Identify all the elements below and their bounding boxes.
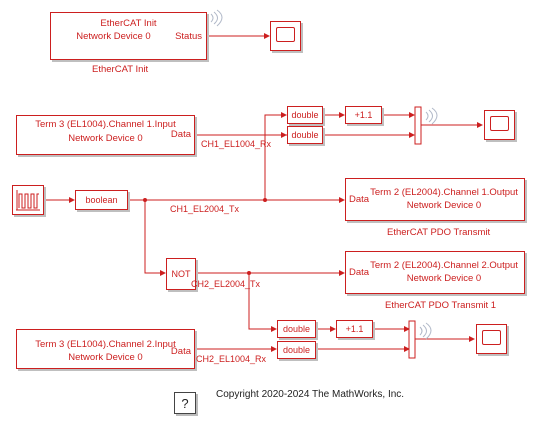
- ethercat-input-ch1-block[interactable]: Term 3 (EL1004).Channel 1.Input Network …: [16, 115, 195, 155]
- port-label-data: Data: [170, 129, 191, 140]
- block-subtitle: Network Device 0: [406, 200, 482, 211]
- pulse-generator-block[interactable]: [12, 185, 44, 215]
- block-caption: EtherCAT PDO Transmit 1: [385, 300, 497, 311]
- branch-point: [263, 198, 267, 202]
- branch-point: [247, 271, 251, 275]
- copyright-text: Copyright 2020-2024 The MathWorks, Inc.: [216, 389, 405, 400]
- block-subtitle: Network Device 0: [76, 31, 151, 42]
- data-type-conversion-block[interactable]: double: [287, 126, 323, 144]
- data-type-conversion-block[interactable]: double: [277, 341, 316, 359]
- port-label-status: Status: [175, 31, 202, 42]
- block-caption: EtherCAT Init: [92, 64, 149, 75]
- block-subtitle: Network Device 0: [68, 133, 143, 144]
- signal-label: CH1_EL1004_Rx: [201, 139, 272, 149]
- signal-label: CH1_EL2004_Tx: [170, 204, 240, 214]
- port-label-data: Data: [170, 346, 191, 357]
- logical-not-block[interactable]: NOT: [166, 258, 196, 290]
- block-caption: EtherCAT PDO Transmit: [387, 227, 491, 238]
- port-label-data: Data: [349, 194, 370, 205]
- ethercat-output-ch1-block[interactable]: Term 2 (EL2004).Channel 1.Output Network…: [345, 178, 525, 221]
- bias-block[interactable]: +1.1: [345, 106, 382, 124]
- block-title: Term 2 (EL2004).Channel 2.Output: [370, 260, 518, 271]
- data-type-conversion-block[interactable]: double: [277, 320, 316, 338]
- bias-block[interactable]: +1.1: [336, 320, 373, 338]
- pulse-waveform-icon: [16, 190, 40, 211]
- branch-point: [143, 198, 147, 202]
- ethercat-init-block[interactable]: EtherCAT Init Network Device 0 Status: [50, 12, 207, 60]
- block-subtitle: Network Device 0: [406, 273, 482, 284]
- ethercat-input-ch2-block[interactable]: Term 3 (EL1004).Channel 2.Input Network …: [16, 329, 195, 369]
- block-title: Term 3 (EL1004).Channel 2.Input: [35, 339, 176, 350]
- block-title: Term 2 (EL2004).Channel 1.Output: [370, 187, 518, 198]
- data-type-conversion-block[interactable]: double: [287, 106, 323, 124]
- scope-block-ch1[interactable]: [484, 110, 515, 140]
- scope-block-status[interactable]: [270, 21, 301, 51]
- block-title: Term 3 (EL1004).Channel 1.Input: [35, 119, 176, 130]
- mux-block: [414, 106, 422, 145]
- signal-label: CH2_EL1004_Rx: [196, 354, 267, 364]
- mux-block: [408, 320, 416, 359]
- data-type-conversion-block[interactable]: boolean: [75, 190, 128, 210]
- signal-label: CH2_EL2004_Tx: [191, 279, 261, 289]
- scope-block-ch2[interactable]: [476, 324, 507, 354]
- ethercat-output-ch2-block[interactable]: Term 2 (EL2004).Channel 2.Output Network…: [345, 251, 525, 294]
- block-title: EtherCAT Init: [100, 18, 157, 29]
- port-label-data: Data: [349, 267, 370, 278]
- block-subtitle: Network Device 0: [68, 352, 143, 363]
- help-button[interactable]: ?: [174, 392, 196, 414]
